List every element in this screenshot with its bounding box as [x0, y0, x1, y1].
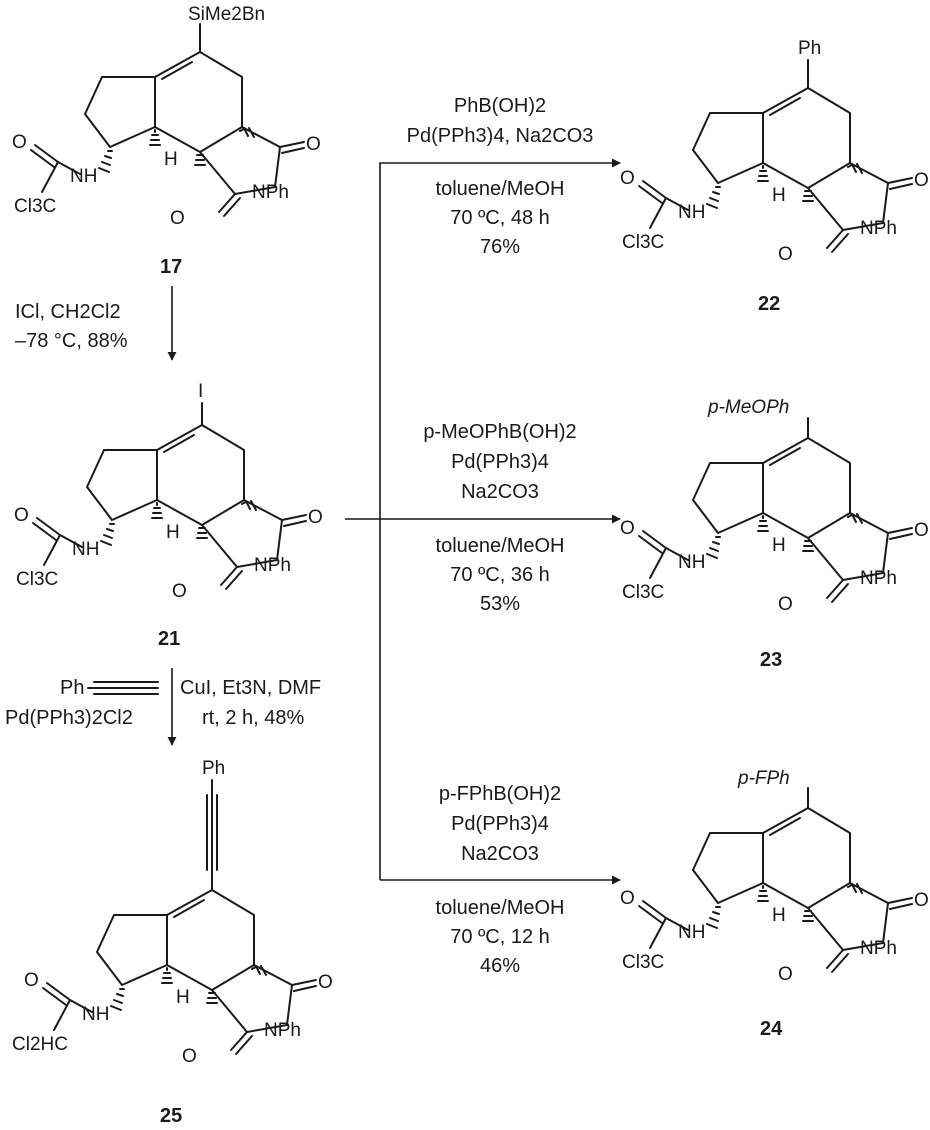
substituent-label: Ph	[798, 38, 821, 59]
atom-nh: NH	[70, 166, 97, 187]
atom-o: O	[778, 594, 793, 615]
cond-r3-line1: p-MeOPhB(OH)2	[423, 421, 576, 443]
atom-nph: NPh	[860, 568, 897, 589]
amide-group-label: Cl3C	[14, 196, 56, 217]
cond-r5-right2: rt, 2 h, 48%	[202, 707, 304, 729]
arrow-branch-to-22	[379, 158, 621, 880]
cond-r4-line6: 46%	[480, 955, 520, 977]
atom-h: H	[166, 522, 180, 543]
cond-r3-line3: Na2CO3	[461, 481, 539, 503]
cond-r2-line2: Pd(PPh3)4, Na2CO3	[407, 125, 594, 147]
cond-r3-line5: 70 ºC, 36 h	[450, 564, 550, 586]
cond-r5-left2: Pd(PPh3)2Cl2	[5, 707, 133, 729]
cond-r3-line6: 53%	[480, 593, 520, 615]
compound-id-21: 21	[158, 628, 180, 650]
atom-o: O	[778, 244, 793, 265]
atom-o: O	[318, 972, 333, 993]
compound-id-25: 25	[160, 1105, 182, 1127]
amide-group-label: Cl3C	[16, 569, 58, 590]
compound-id-23: 23	[760, 649, 782, 671]
atom-o: O	[914, 170, 929, 191]
cond-r3-line4: toluene/MeOH	[436, 535, 565, 557]
cond-r5-left1: Ph	[60, 677, 84, 699]
atom-o: O	[172, 581, 187, 602]
amide-group-label: Cl3C	[622, 582, 664, 603]
atom-h: H	[176, 987, 190, 1008]
alkyne-triple-bond	[87, 681, 159, 695]
atom-o: O	[914, 520, 929, 541]
amide-group-label: Cl3C	[622, 952, 664, 973]
atom-o: O	[12, 132, 27, 153]
atom-o: O	[170, 208, 185, 229]
atom-nph: NPh	[860, 938, 897, 959]
atom-o: O	[914, 890, 929, 911]
atom-o: O	[306, 134, 321, 155]
cond-r2-line4: 70 ºC, 48 h	[450, 207, 550, 229]
atom-o: O	[620, 518, 635, 539]
amide-group-label: Cl2HC	[12, 1034, 68, 1055]
atom-nh: NH	[72, 539, 99, 560]
cond-r1-line1: ICl, CH2Cl2	[15, 301, 121, 323]
atom-h: H	[772, 905, 786, 926]
atom-nh: NH	[678, 922, 705, 943]
compound-17: SiMe2Bn O O NH H NPh O Cl3C	[12, 4, 321, 229]
atom-o: O	[308, 507, 323, 528]
cond-r4-line1: p-FPhB(OH)2	[439, 783, 561, 805]
atom-o: O	[24, 970, 39, 991]
atom-nph: NPh	[264, 1020, 301, 1041]
atom-nph: NPh	[254, 555, 291, 576]
cond-r4-line2: Pd(PPh3)4	[451, 813, 549, 835]
atom-nh: NH	[678, 552, 705, 573]
cond-r4-line3: Na2CO3	[461, 843, 539, 865]
cond-r2-line5: 76%	[480, 236, 520, 258]
substituent-label: I	[198, 381, 203, 402]
cond-r1-line2: –78 °C, 88%	[15, 330, 128, 352]
cond-r2-line3: toluene/MeOH	[436, 178, 565, 200]
compound-21: I O O NH H NPh O Cl3C	[14, 381, 323, 602]
atom-nph: NPh	[252, 182, 289, 203]
atom-nh: NH	[82, 1004, 109, 1025]
cond-r2-line1: PhB(OH)2	[454, 95, 546, 117]
substituent-label: p-FPh	[737, 768, 790, 789]
compound-id-17: 17	[160, 256, 182, 278]
amide-group-label: Cl3C	[622, 232, 664, 253]
substituent-label: SiMe2Bn	[188, 4, 265, 25]
atom-h: H	[772, 185, 786, 206]
cond-r3-line2: Pd(PPh3)4	[451, 451, 549, 473]
atom-o: O	[182, 1046, 197, 1067]
compound-23: p-MeOPh O O NH H NPh O Cl3C	[620, 397, 929, 615]
atom-h: H	[164, 149, 178, 170]
cond-r5-right1: CuI, Et3N, DMF	[180, 677, 321, 699]
atom-nph: NPh	[860, 218, 897, 239]
atom-nh: NH	[678, 202, 705, 223]
compound-id-24: 24	[760, 1018, 783, 1040]
substituent-label: p-MeOPh	[707, 397, 789, 418]
atom-h: H	[772, 535, 786, 556]
compound-id-22: 22	[758, 293, 780, 315]
atom-o: O	[620, 168, 635, 189]
compound-25: Ph O O NH H NPh O Cl2HC	[12, 758, 333, 1067]
cond-r4-line4: toluene/MeOH	[436, 897, 565, 919]
compound-22: Ph O O NH H NPh O Cl3C	[620, 38, 929, 265]
cond-r4-line5: 70 ºC, 12 h	[450, 926, 550, 948]
compound-24: p-FPh O O NH H NPh O Cl3C	[620, 768, 929, 985]
substituent-label: Ph	[202, 758, 225, 779]
atom-o: O	[778, 964, 793, 985]
atom-o: O	[620, 888, 635, 909]
atom-o: O	[14, 505, 29, 526]
